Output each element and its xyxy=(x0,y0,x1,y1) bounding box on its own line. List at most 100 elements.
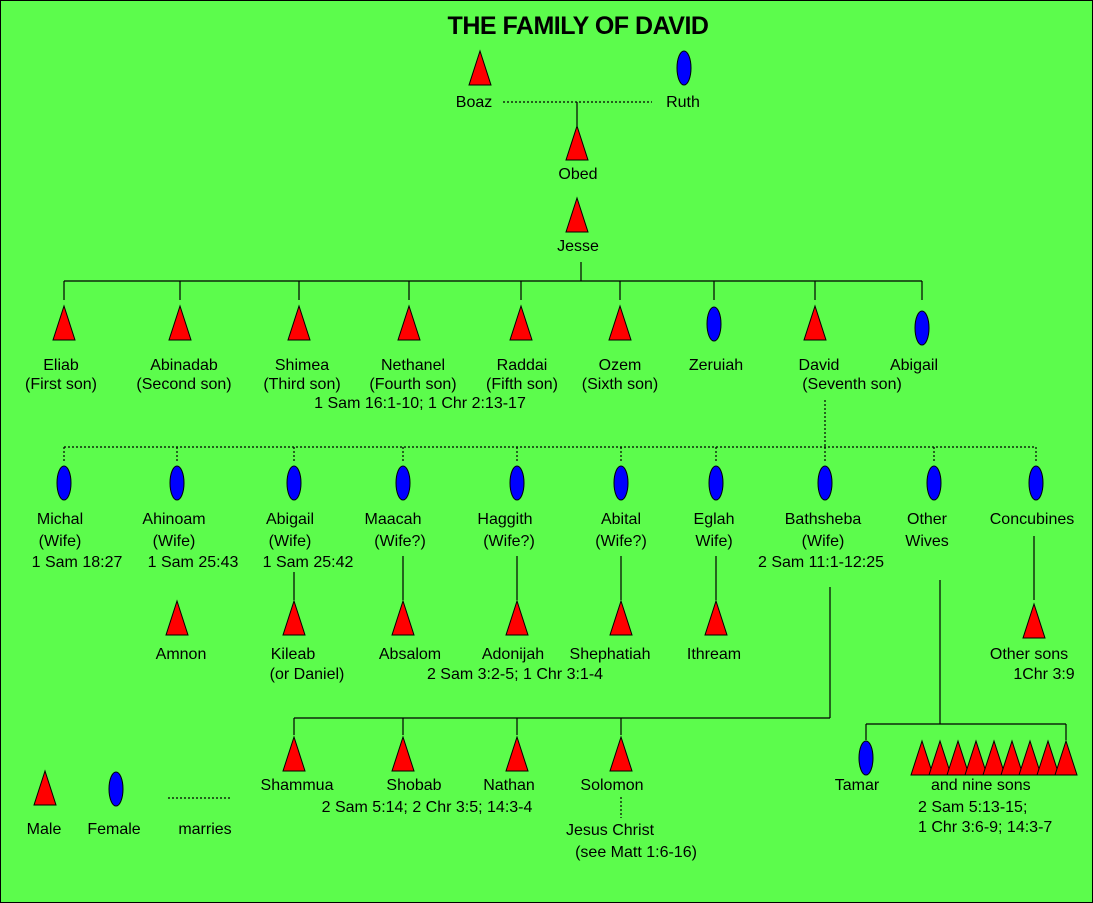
label-maacah: Maacah xyxy=(364,511,422,528)
jesse-reference: 1 Sam 16:1-10; 1 Chr 2:13-17 xyxy=(314,395,526,412)
abigail-sister-female-symbol xyxy=(914,310,930,346)
label-eglah: Eglah xyxy=(693,511,735,528)
shammua-male-symbol xyxy=(282,735,306,772)
label-adonijah: Adonijah xyxy=(481,646,545,663)
bathsheba-sons-reference: 2 Sam 5:14; 2 Chr 3:5; 14:3-4 xyxy=(321,799,533,816)
nine-sons-3-male-symbol xyxy=(946,739,970,776)
label-shobab: Shobab xyxy=(386,777,442,794)
boaz-male-symbol xyxy=(468,49,492,86)
label-shimea: Shimea xyxy=(274,357,330,374)
note-shimea: (Third son) xyxy=(263,376,341,393)
label-abigail-wife: Abigail xyxy=(265,511,315,528)
role-haggith: (Wife?) xyxy=(483,533,535,550)
label-absalom: Absalom xyxy=(378,646,442,663)
haggith-female-symbol xyxy=(509,465,525,501)
legend-marries-label: marries xyxy=(178,821,232,838)
ref-other-sons: 1Chr 3:9 xyxy=(1013,666,1075,683)
legend-male-label: Male xyxy=(26,821,62,838)
abital-female-symbol xyxy=(613,465,629,501)
david-male-symbol xyxy=(803,304,827,341)
label-abigail-sister: Abigail xyxy=(889,357,939,374)
label-ithream: Ithream xyxy=(686,646,742,663)
note-nethanel: (Fourth son) xyxy=(369,376,457,393)
role-ahinoam: (Wife) xyxy=(152,533,196,550)
eglah-female-symbol xyxy=(708,465,724,501)
ref-bathsheba: 2 Sam 11:1-12:25 xyxy=(757,554,885,571)
label-solomon: Solomon xyxy=(580,777,644,794)
wives-sons-reference: 2 Sam 3:2-5; 1 Chr 3:1-4 xyxy=(426,666,604,683)
label-shephatiah: Shephatiah xyxy=(569,646,651,663)
abigail-wife-female-symbol xyxy=(286,465,302,501)
label-kileab-alt: (or Daniel) xyxy=(269,666,345,683)
adonijah-male-symbol xyxy=(505,599,529,636)
nine-sons-7-male-symbol xyxy=(1018,739,1042,776)
person-symbols xyxy=(33,49,1078,807)
shimea-male-symbol xyxy=(287,304,311,341)
ref-ahinoam: 1 Sam 25:43 xyxy=(147,554,239,571)
legend-female-label: Female xyxy=(87,821,141,838)
label-nethanel: Nethanel xyxy=(380,357,446,374)
legend-male-male-symbol xyxy=(33,769,57,806)
nine-sons-8-male-symbol xyxy=(1036,739,1060,776)
abinadab-male-symbol xyxy=(168,304,192,341)
label-concubines: Concubines xyxy=(989,511,1075,528)
label-ruth: Ruth xyxy=(666,94,700,111)
concubines-female-symbol xyxy=(1028,465,1044,501)
note-david: (Seventh son) xyxy=(802,376,902,393)
label-jesus-christ: Jesus Christ xyxy=(565,822,655,839)
nathan-male-symbol xyxy=(505,735,529,772)
legend-female-female-symbol xyxy=(108,771,124,807)
label-abinadab: Abinadab xyxy=(150,357,218,374)
david-marriages xyxy=(63,400,1037,463)
label-haggith: Haggith xyxy=(477,511,533,528)
label-other-sons: Other sons xyxy=(989,646,1069,663)
tamar-female-symbol xyxy=(858,740,874,776)
label-bathsheba: Bathsheba xyxy=(784,511,862,528)
nine-sons-5-male-symbol xyxy=(982,739,1006,776)
label-tamar: Tamar xyxy=(834,777,880,794)
label-shammua: Shammua xyxy=(260,777,334,794)
label-kileab: Kileab xyxy=(270,646,316,663)
role-maacah: (Wife?) xyxy=(374,533,426,550)
role-other-wives: Wives xyxy=(905,533,949,550)
zeruiah-female-symbol xyxy=(706,306,722,342)
nethanel-male-symbol xyxy=(397,304,421,341)
label-zeruiah: Zeruiah xyxy=(688,357,744,374)
ref-michal: 1 Sam 18:27 xyxy=(31,554,123,571)
label-boaz: Boaz xyxy=(455,94,493,111)
role-abital: (Wife?) xyxy=(595,533,647,550)
page-title: THE FAMILY OF DAVID xyxy=(447,12,709,40)
ref-nine-sons-2: 1 Chr 3:6-9; 14:3-7 xyxy=(918,819,1053,836)
nine-sons-9-male-symbol xyxy=(1054,739,1078,776)
ozem-male-symbol xyxy=(608,304,632,341)
eliab-male-symbol xyxy=(52,304,76,341)
note-eliab: (First son) xyxy=(25,376,97,393)
shephatiah-male-symbol xyxy=(609,599,633,636)
label-ozem: Ozem xyxy=(598,357,642,374)
label-abital: Abital xyxy=(600,511,642,528)
note-ozem: (Sixth son) xyxy=(581,376,659,393)
maacah-female-symbol xyxy=(395,465,411,501)
ref-abigail-wife: 1 Sam 25:42 xyxy=(262,554,354,571)
label-nathan: Nathan xyxy=(483,777,535,794)
michal-female-symbol xyxy=(56,465,72,501)
connector-lines xyxy=(63,101,1067,818)
amnon-male-symbol xyxy=(165,599,189,636)
role-eglah: Wife) xyxy=(695,533,733,550)
role-michal: (Wife) xyxy=(38,533,82,550)
label-ahinoam: Ahinoam xyxy=(142,511,206,528)
solomon-male-symbol xyxy=(609,735,633,772)
label-amnon: Amnon xyxy=(155,646,207,663)
label-jesse: Jesse xyxy=(557,238,599,255)
ahinoam-female-symbol xyxy=(169,465,185,501)
nine-sons-1-male-symbol xyxy=(910,739,934,776)
nine-sons-6-male-symbol xyxy=(1000,739,1024,776)
jesse-male-symbol xyxy=(565,196,589,233)
absalom-male-symbol xyxy=(391,599,415,636)
label-nine-sons: and nine sons xyxy=(931,777,1031,794)
obed-male-symbol xyxy=(565,124,589,161)
note-raddai: (Fifth son) xyxy=(485,376,559,393)
